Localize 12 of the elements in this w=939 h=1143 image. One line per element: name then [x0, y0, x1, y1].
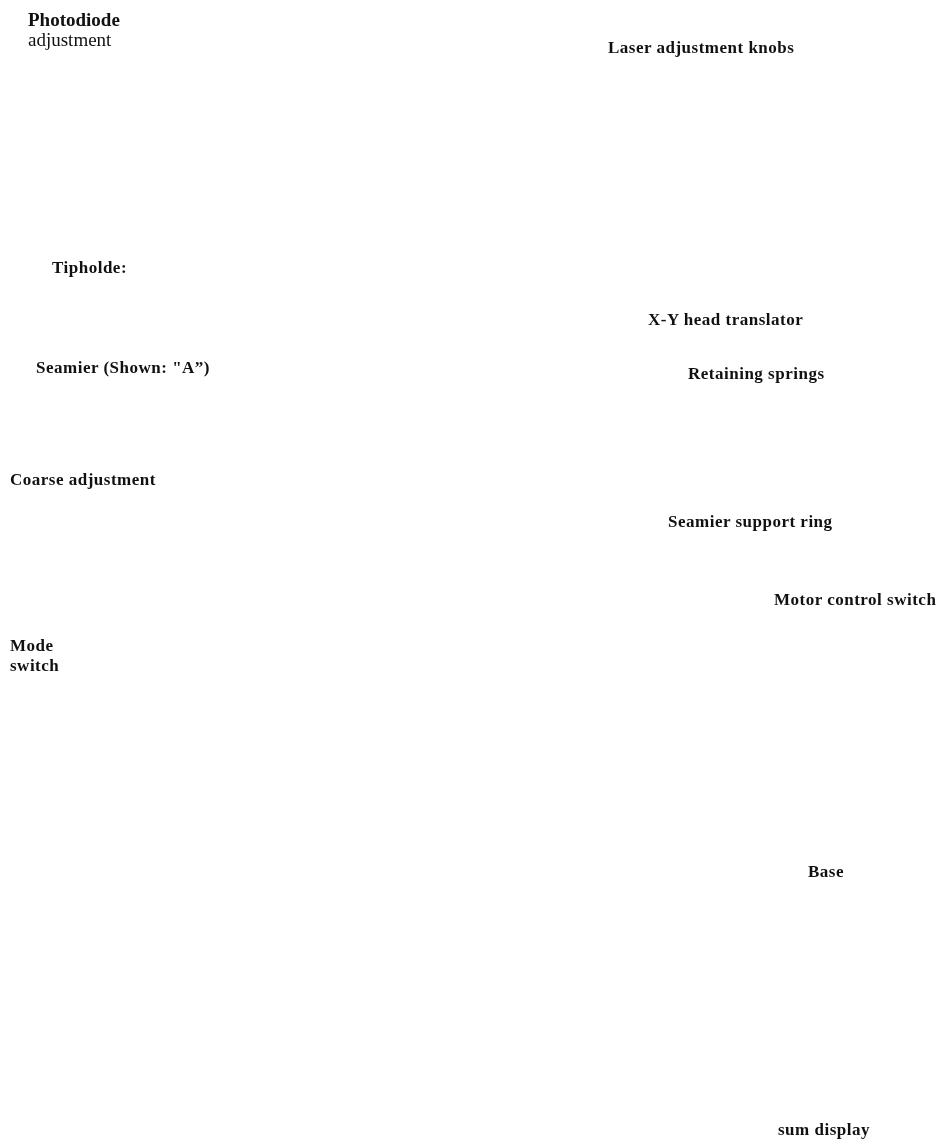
part-label: sum display [778, 1120, 871, 1140]
part-label: Laser adjustment knobs [608, 38, 796, 58]
part-label: Coarse adjustment [10, 470, 157, 490]
part-label: Seamier (Shown: "A”) [36, 358, 211, 378]
part-label: Seamier support ring [668, 512, 834, 532]
part-label: Tipholde: [52, 258, 129, 278]
part-label: X-Y head translator [648, 310, 805, 330]
part-label: Base [808, 862, 845, 882]
part-label: Photodiode adjustment [28, 10, 121, 50]
part-label: Motor control switch [774, 590, 938, 610]
part-label: Mode switch [10, 636, 61, 676]
part-label: Retaining springs [688, 364, 826, 384]
